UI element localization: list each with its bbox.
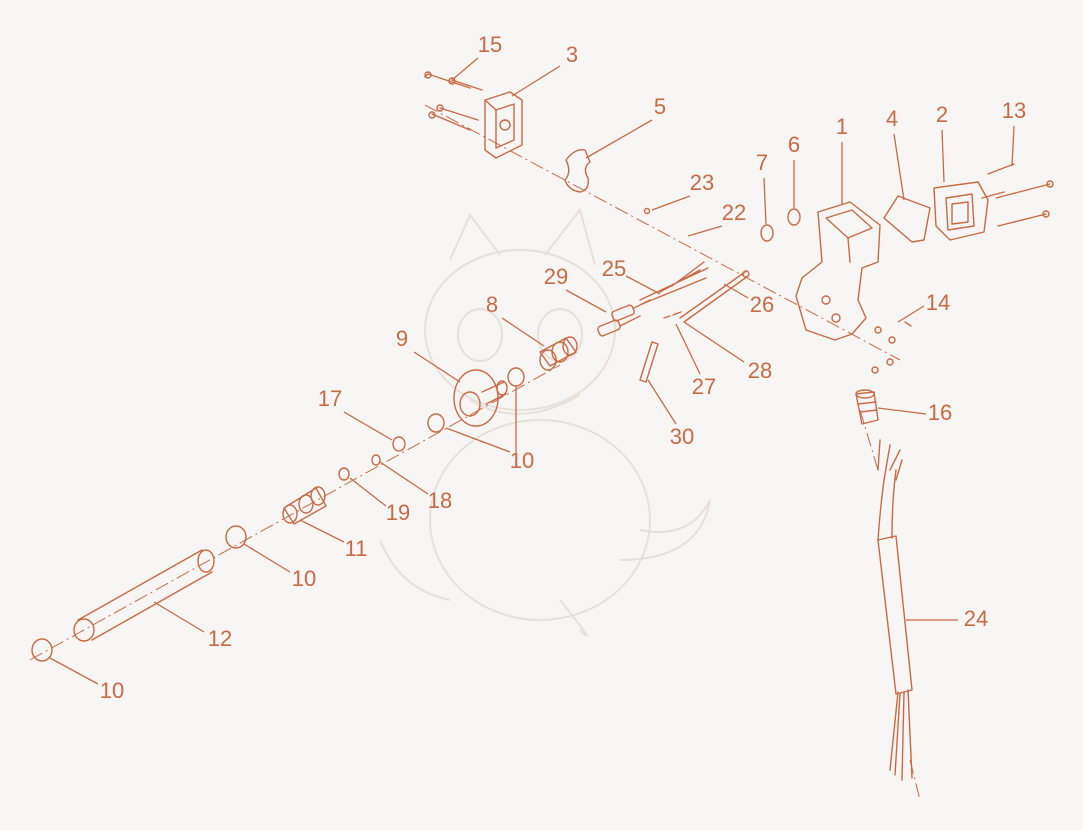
part-16-cable-gland xyxy=(855,389,879,425)
callout-17: 17 xyxy=(318,386,342,411)
leader-line-11 xyxy=(299,519,345,543)
callout-27: 27 xyxy=(692,374,716,399)
callout-14: 14 xyxy=(926,290,950,315)
watermark-dragon-illustration xyxy=(379,207,711,637)
part-9-flange xyxy=(453,369,508,427)
leader-line-19 xyxy=(349,477,387,507)
callout-22: 22 xyxy=(722,200,746,225)
part-25-wires xyxy=(639,261,709,305)
callout-26: 26 xyxy=(750,292,774,317)
part-6-o-ring xyxy=(787,208,801,226)
callout-6: 6 xyxy=(788,132,800,157)
part-27-pin xyxy=(663,315,671,319)
part-28-spring xyxy=(672,311,682,316)
part-4-gasket xyxy=(883,195,931,243)
callout-13: 13 xyxy=(1002,98,1026,123)
callout-4: 4 xyxy=(886,106,898,131)
leader-line-18 xyxy=(379,461,429,495)
part-24-cable xyxy=(877,439,913,781)
leader-line-29 xyxy=(565,289,607,313)
part-26-rod xyxy=(679,271,749,323)
leader-line-5 xyxy=(585,119,653,159)
callout-24: 24 xyxy=(964,606,988,631)
callout-3: 3 xyxy=(566,42,578,67)
leader-line-17 xyxy=(343,411,393,441)
callout-2: 2 xyxy=(936,102,948,127)
callout-12: 12 xyxy=(208,626,232,651)
leader-line-25 xyxy=(625,275,661,295)
callout-8: 8 xyxy=(486,292,498,317)
callout-30: 30 xyxy=(670,424,694,449)
callout-7: 7 xyxy=(756,150,768,175)
leader-line-9 xyxy=(413,351,461,383)
leader-line-3 xyxy=(511,65,561,97)
leader-line-2 xyxy=(941,129,945,183)
callout-9: 9 xyxy=(396,326,408,351)
leader-line-10a xyxy=(445,427,511,453)
leader-line-8 xyxy=(501,317,545,347)
callout-1: 1 xyxy=(836,114,848,139)
leader-line-23 xyxy=(651,195,691,211)
leader-line-4 xyxy=(893,133,905,201)
part-3-back-plate xyxy=(484,91,523,159)
callout-19: 19 xyxy=(386,500,410,525)
callout-15: 15 xyxy=(478,32,502,57)
part-18-o-ring xyxy=(371,454,381,466)
leader-line-27 xyxy=(675,323,701,375)
leader-line-10b xyxy=(243,543,291,573)
part-1-handle-body xyxy=(795,201,881,341)
part-5-gasket xyxy=(564,149,591,193)
callout-25: 25 xyxy=(602,256,626,281)
part-19-washer xyxy=(338,467,350,481)
part-12-tube xyxy=(73,549,215,642)
leader-line-28 xyxy=(683,321,745,363)
callout-leader-lines xyxy=(49,57,1015,685)
leader-line-30 xyxy=(647,379,677,425)
callout-10-a: 10 xyxy=(510,448,534,473)
part-17-washer xyxy=(392,436,406,452)
part-15-screws xyxy=(424,71,483,131)
part-7-o-ring xyxy=(760,224,774,242)
leader-line-14 xyxy=(897,305,925,323)
part-29-connectors xyxy=(597,299,651,337)
callout-11: 11 xyxy=(345,536,368,561)
callout-5: 5 xyxy=(654,94,666,119)
part-23-pin xyxy=(643,207,651,215)
part-14-fasteners xyxy=(871,321,912,374)
leader-line-7 xyxy=(763,177,767,225)
assembly-axis xyxy=(29,104,921,801)
callout-18: 18 xyxy=(428,488,452,513)
part-10-ring-upper xyxy=(507,367,525,387)
callout-23: 23 xyxy=(690,170,714,195)
callout-10-b: 10 xyxy=(292,566,316,591)
part-drawings xyxy=(31,71,1054,781)
part-2-switch xyxy=(933,181,989,241)
part-30-sleeve xyxy=(639,341,659,383)
part-8-cable-gland xyxy=(539,336,578,371)
part-13-screws xyxy=(981,163,1054,227)
part-10-ring-mid xyxy=(427,413,445,433)
leader-line-12 xyxy=(153,601,205,633)
leader-line-15 xyxy=(451,57,479,81)
callout-10-c: 10 xyxy=(100,678,124,703)
leader-line-26 xyxy=(723,283,749,299)
part-10-ring-end xyxy=(31,638,53,662)
callout-29: 29 xyxy=(544,264,568,289)
leader-line-10c xyxy=(49,657,99,685)
leader-line-16 xyxy=(877,407,927,415)
part-11-connector xyxy=(282,486,327,525)
callout-28: 28 xyxy=(748,358,772,383)
callout-16: 16 xyxy=(928,400,952,425)
leader-line-22 xyxy=(687,225,723,237)
leader-line-13 xyxy=(1011,125,1015,167)
part-10-ring-lower xyxy=(225,525,247,549)
callout-labels: 15 3 5 23 22 7 6 1 4 2 13 25 29 26 14 8 … xyxy=(100,32,1026,703)
